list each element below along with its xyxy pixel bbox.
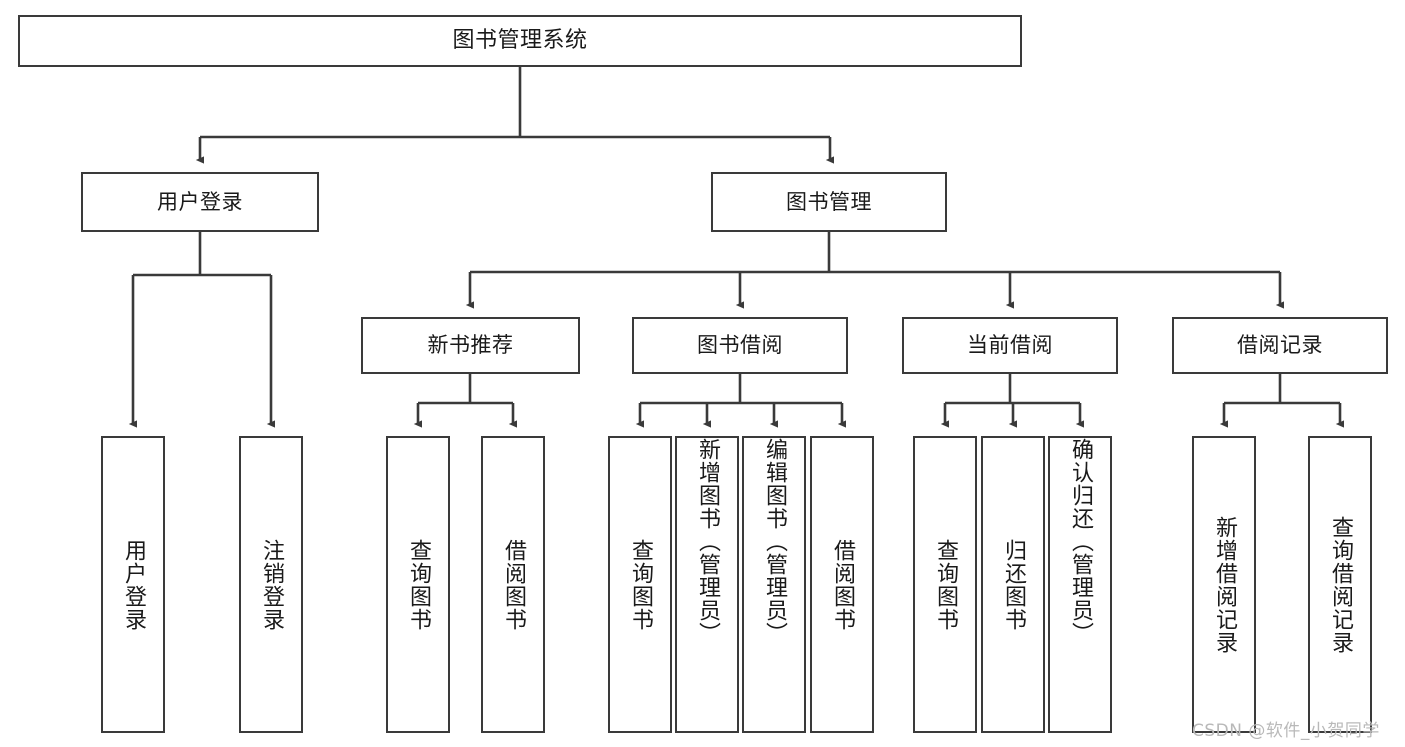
node-current-borrow[interactable]: 当前借阅 (902, 317, 1118, 374)
node-leaf-query-record[interactable]: 查询借阅记录 (1308, 436, 1372, 733)
node-leaf-return-book-label: 归还图书 (1000, 538, 1026, 631)
node-current-borrow-label: 当前借阅 (967, 333, 1053, 358)
node-leaf-query-book-2-label: 查询图书 (627, 538, 653, 631)
node-borrow-record[interactable]: 借阅记录 (1172, 317, 1388, 374)
node-leaf-query-book-3-label: 查询图书 (932, 538, 958, 631)
node-book-borrow[interactable]: 图书借阅 (632, 317, 848, 374)
node-user-login-label: 用户登录 (157, 189, 243, 214)
node-leaf-query-record-label: 查询借阅记录 (1327, 515, 1353, 654)
node-leaf-edit-book[interactable]: 编辑图书（管理员） (742, 436, 806, 733)
node-borrow-record-label: 借阅记录 (1237, 333, 1323, 358)
node-book-manage-label: 图书管理 (786, 189, 872, 214)
node-leaf-borrow-book-2[interactable]: 借阅图书 (810, 436, 874, 733)
node-leaf-borrow-book-1[interactable]: 借阅图书 (481, 436, 545, 733)
node-leaf-edit-book-label: 编辑图书（管理员） (761, 438, 787, 645)
node-leaf-query-book-1-label: 查询图书 (405, 538, 431, 631)
node-leaf-query-book-2[interactable]: 查询图书 (608, 436, 672, 733)
node-leaf-user-login-label: 用户登录 (120, 538, 146, 631)
node-new-book-recommend[interactable]: 新书推荐 (361, 317, 580, 374)
node-leaf-add-book-label: 新增图书（管理员） (694, 438, 720, 645)
node-leaf-add-record-label: 新增借阅记录 (1211, 515, 1237, 654)
node-book-borrow-label: 图书借阅 (697, 333, 783, 358)
node-leaf-confirm-return[interactable]: 确认归还（管理员） (1048, 436, 1112, 733)
node-user-login[interactable]: 用户登录 (81, 172, 319, 232)
node-leaf-user-logout[interactable]: 注销登录 (239, 436, 303, 733)
node-root-label: 图书管理系统 (452, 28, 588, 54)
node-book-manage[interactable]: 图书管理 (711, 172, 947, 232)
node-new-book-recommend-label: 新书推荐 (427, 333, 514, 358)
node-leaf-borrow-book-2-label: 借阅图书 (829, 538, 855, 631)
node-leaf-add-book[interactable]: 新增图书（管理员） (675, 436, 739, 733)
node-leaf-query-book-3[interactable]: 查询图书 (913, 436, 977, 733)
node-leaf-user-logout-label: 注销登录 (258, 538, 284, 631)
node-leaf-return-book[interactable]: 归还图书 (981, 436, 1045, 733)
node-root[interactable]: 图书管理系统 (18, 15, 1022, 67)
node-leaf-add-record[interactable]: 新增借阅记录 (1192, 436, 1256, 733)
node-leaf-query-book-1[interactable]: 查询图书 (386, 436, 450, 733)
node-leaf-user-login[interactable]: 用户登录 (101, 436, 165, 733)
node-leaf-borrow-book-1-label: 借阅图书 (500, 538, 526, 631)
node-leaf-confirm-return-label: 确认归还（管理员） (1067, 438, 1093, 645)
